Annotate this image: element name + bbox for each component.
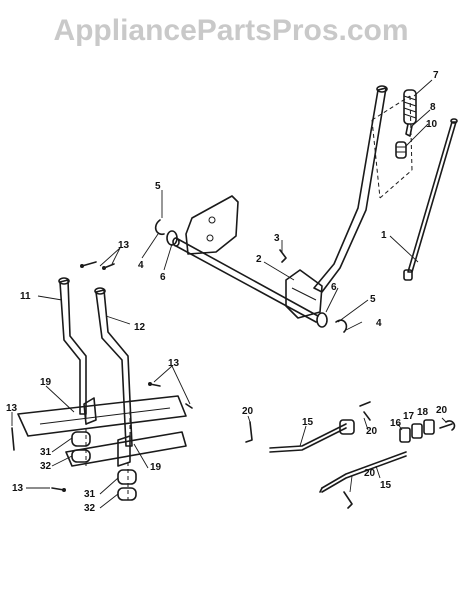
clip-left xyxy=(154,219,165,236)
callout-6-left: 6 xyxy=(160,272,166,283)
cotter-pin xyxy=(279,249,287,263)
bushing-32-upper xyxy=(71,449,91,463)
callout-13-left: 13 xyxy=(6,403,18,414)
callout-5-lower: 5 xyxy=(370,294,376,305)
callout-19-lower: 19 xyxy=(150,462,162,473)
callout-13-top: 13 xyxy=(118,240,130,251)
callout-numbers: 7 8 10 1 2 3 5 4 6 6 5 4 13 11 12 13 19 … xyxy=(6,70,448,514)
bushing-32-lower xyxy=(117,487,137,501)
pin-upper xyxy=(81,261,115,269)
callout-4-upper: 4 xyxy=(138,260,144,271)
lift-handle-assembly xyxy=(285,85,417,319)
lift-lever xyxy=(313,87,387,293)
callout-31-lower: 31 xyxy=(84,489,96,500)
lever-knob xyxy=(395,141,407,159)
callout-32-upper: 32 xyxy=(40,461,52,472)
bushing-31-lower xyxy=(117,469,137,485)
mount-plate xyxy=(185,195,239,255)
spring-link xyxy=(405,123,413,137)
callout-15-upper: 15 xyxy=(302,417,314,428)
callout-18: 18 xyxy=(417,407,429,418)
callout-19-upper: 19 xyxy=(40,377,52,388)
spring-guide-dashed xyxy=(371,95,413,199)
callout-10: 10 xyxy=(426,119,438,130)
callout-31-upper: 31 xyxy=(40,447,52,458)
callout-20-a: 20 xyxy=(242,406,254,417)
rocker-bracket-lower xyxy=(11,382,193,501)
callout-12: 12 xyxy=(134,322,146,333)
fitting-18 xyxy=(423,419,435,435)
callout-20-b: 20 xyxy=(366,426,378,437)
lever-top-cap xyxy=(376,85,388,93)
lift-shaft-assembly xyxy=(154,195,348,333)
hairpin-clips xyxy=(245,411,456,509)
lift-arm-right xyxy=(95,289,133,447)
callout-32-lower: 32 xyxy=(84,503,96,514)
clip-right xyxy=(335,319,348,333)
fitting-16 xyxy=(399,427,411,443)
leader-lines xyxy=(11,79,447,509)
callout-1: 1 xyxy=(381,230,387,241)
control-rod-lower xyxy=(319,419,453,493)
callout-8: 8 xyxy=(430,102,436,113)
rocker-bracket-upper xyxy=(17,395,187,466)
bushing-31-upper xyxy=(71,431,91,447)
callout-20-d: 20 xyxy=(364,468,376,479)
lift-shaft xyxy=(175,237,319,323)
callout-20-c: 20 xyxy=(436,405,448,416)
lift-link-rod xyxy=(403,118,458,281)
callout-3: 3 xyxy=(274,233,280,244)
watermark-text: AppliancePartsPros.com xyxy=(53,14,409,47)
callout-6-right: 6 xyxy=(331,282,337,293)
callout-11: 11 xyxy=(20,291,31,302)
callout-13-bottom: 13 xyxy=(12,483,24,494)
washer-right xyxy=(316,312,328,328)
control-rod-upper xyxy=(269,401,371,453)
callout-4-lower: 4 xyxy=(376,318,382,329)
callout-7: 7 xyxy=(433,70,439,81)
lift-arm-left xyxy=(59,279,87,415)
callout-13-mid: 13 xyxy=(168,358,180,369)
callout-2: 2 xyxy=(256,254,262,265)
spring xyxy=(403,89,417,125)
callout-15-lower: 15 xyxy=(380,480,392,491)
lift-arms xyxy=(58,261,133,447)
fitting-17 xyxy=(411,423,423,439)
callout-17: 17 xyxy=(403,411,415,422)
callout-16: 16 xyxy=(390,418,402,429)
callout-5-upper: 5 xyxy=(155,181,161,192)
